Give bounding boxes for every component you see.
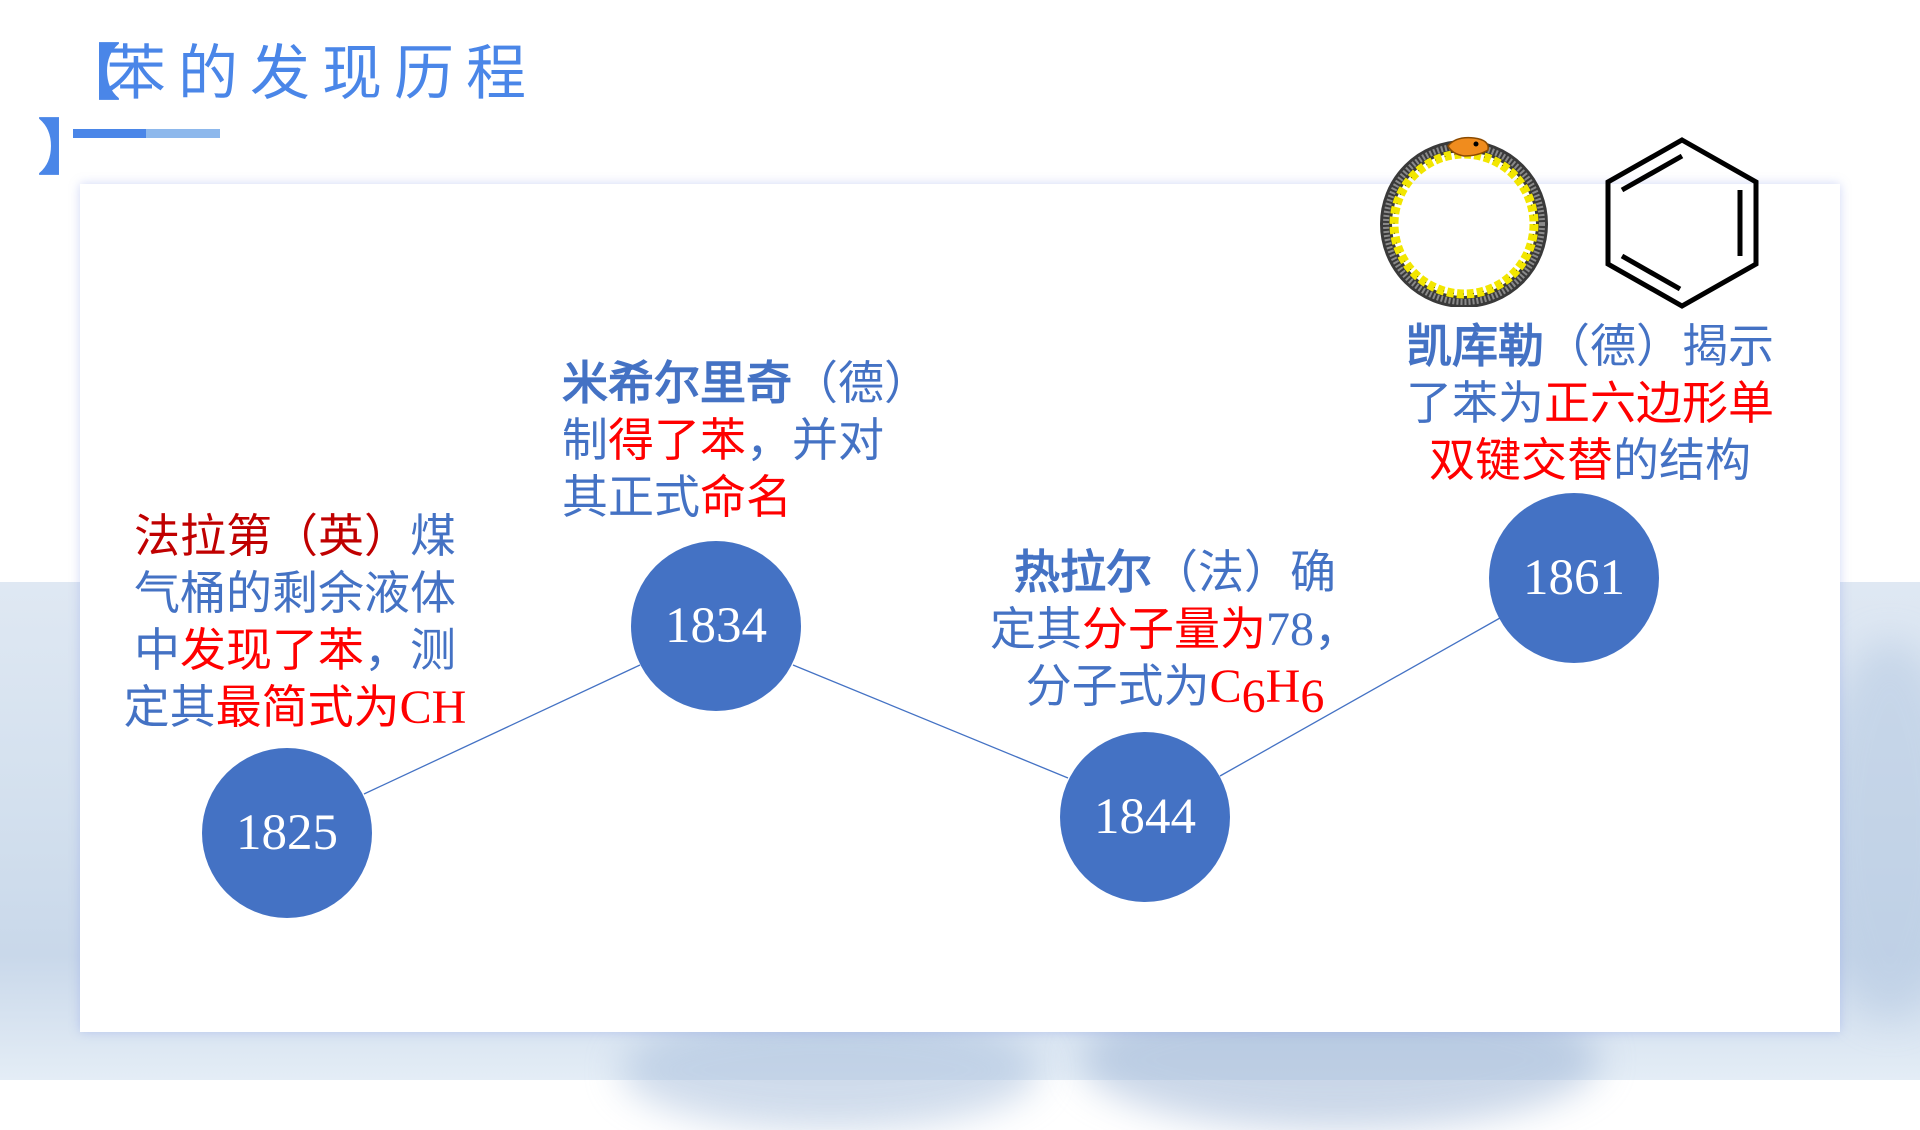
title-underline-dark bbox=[73, 129, 146, 138]
title-close-bracket: 】 bbox=[38, 114, 98, 184]
benzene-ring-structure-icon bbox=[1605, 137, 1759, 309]
year-node-1844: 1844 bbox=[1060, 732, 1230, 902]
text-segment: （法）确 bbox=[1152, 545, 1336, 599]
scientist-name: 热拉尔 bbox=[1014, 545, 1152, 599]
text-segment: 气桶的剩余液体 bbox=[134, 566, 456, 620]
text-segment: ，测 bbox=[364, 623, 456, 677]
text-segment: 定其 bbox=[990, 602, 1082, 656]
text-segment: （德）揭示 bbox=[1544, 319, 1774, 373]
formula-element: H bbox=[1265, 660, 1301, 713]
text-segment: 的结构 bbox=[1613, 433, 1751, 487]
text-segment: 78 bbox=[1266, 603, 1314, 656]
formula-subscript: 6 bbox=[1241, 670, 1266, 723]
text-segment: （德） bbox=[792, 356, 930, 410]
event-text-1844: 热拉尔（法）确 定其分子量为78， 分子式为C6H6 bbox=[975, 544, 1375, 725]
page-title: 苯的发现历程 bbox=[106, 39, 538, 109]
text-segment: 煤 bbox=[410, 509, 456, 563]
scientist-name: 米希尔里奇 bbox=[562, 356, 792, 410]
text-segment: 其正式 bbox=[562, 470, 700, 524]
text-segment: 中 bbox=[134, 623, 180, 677]
year-node-1861: 1861 bbox=[1489, 493, 1659, 663]
text-segment: 命名 bbox=[700, 470, 792, 524]
text-segment: 正六边形单 bbox=[1544, 376, 1774, 430]
year-node-1834: 1834 bbox=[631, 541, 801, 711]
text-segment: CH bbox=[399, 681, 467, 734]
text-segment: ， bbox=[1314, 602, 1360, 656]
text-segment: 了苯为 bbox=[1406, 376, 1544, 430]
ouroboros-snake-icon bbox=[1380, 136, 1548, 307]
title-open-bracket: 【 bbox=[60, 39, 120, 109]
text-segment: 定其 bbox=[123, 680, 216, 734]
text-segment: 法拉第（英） bbox=[134, 509, 410, 563]
formula-subscript: 6 bbox=[1300, 670, 1325, 723]
event-text-1825: 法拉第（英）煤 气桶的剩余液体 中发现了苯，测 定其最简式为CH bbox=[110, 508, 480, 736]
formula-element: C bbox=[1209, 660, 1242, 713]
title-underline-light bbox=[146, 129, 220, 138]
text-segment: ，并对 bbox=[746, 413, 884, 467]
text-segment: 发现了苯 bbox=[180, 623, 364, 677]
event-text-1861: 凯库勒（德）揭示 了苯为正六边形单 双键交替的结构 bbox=[1390, 318, 1790, 489]
year-node-1825: 1825 bbox=[202, 748, 372, 918]
text-segment: 得了苯 bbox=[608, 413, 746, 467]
event-text-1834: 米希尔里奇（德） 制得了苯，并对 其正式命名 bbox=[562, 355, 930, 526]
text-segment: 最简式为 bbox=[215, 680, 400, 734]
text-segment: 分子量为 bbox=[1082, 602, 1266, 656]
scientist-name: 凯库勒 bbox=[1406, 319, 1544, 373]
text-segment: 制 bbox=[562, 413, 608, 467]
text-segment: 双键交替 bbox=[1429, 433, 1613, 487]
text-segment: 分子式为 bbox=[1025, 659, 1210, 713]
